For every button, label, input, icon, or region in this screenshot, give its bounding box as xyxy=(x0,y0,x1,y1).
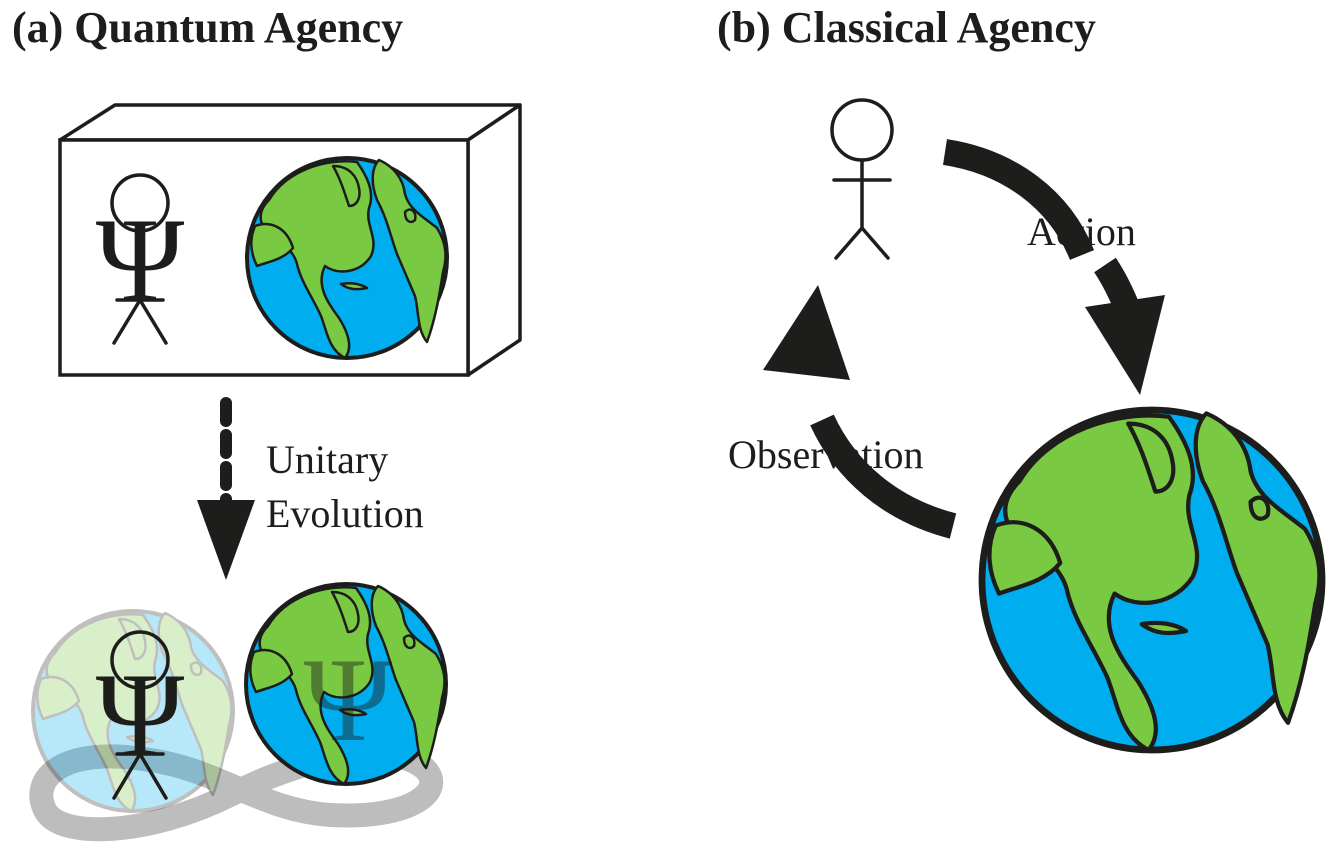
evolution-label: Evolution xyxy=(266,491,424,536)
observation-arrow xyxy=(763,285,957,539)
psi-symbol: Ψ xyxy=(96,193,185,326)
psi-agent-in-box: Ψ xyxy=(96,173,185,345)
panel-b-title: (b) Classical Agency xyxy=(717,3,1096,52)
psi-agent-entangled: Ψ xyxy=(96,630,185,800)
observation-label: Observation xyxy=(728,432,924,477)
earth-in-box-icon xyxy=(245,156,449,360)
psi-overlay-on-earth: Ψ xyxy=(304,633,393,766)
psi-symbol-entangled: Ψ xyxy=(96,648,185,781)
panel-a-title: (a) Quantum Agency xyxy=(12,3,403,52)
unitary-label: Unitary xyxy=(266,437,388,482)
action-label: Action xyxy=(1027,209,1136,254)
entangled-state: Ψ Ψ xyxy=(29,582,448,842)
classical-earth-icon xyxy=(982,410,1322,750)
classical-agent xyxy=(830,98,894,260)
action-arrow xyxy=(942,139,1165,395)
unitary-evolution-arrow xyxy=(197,397,255,580)
